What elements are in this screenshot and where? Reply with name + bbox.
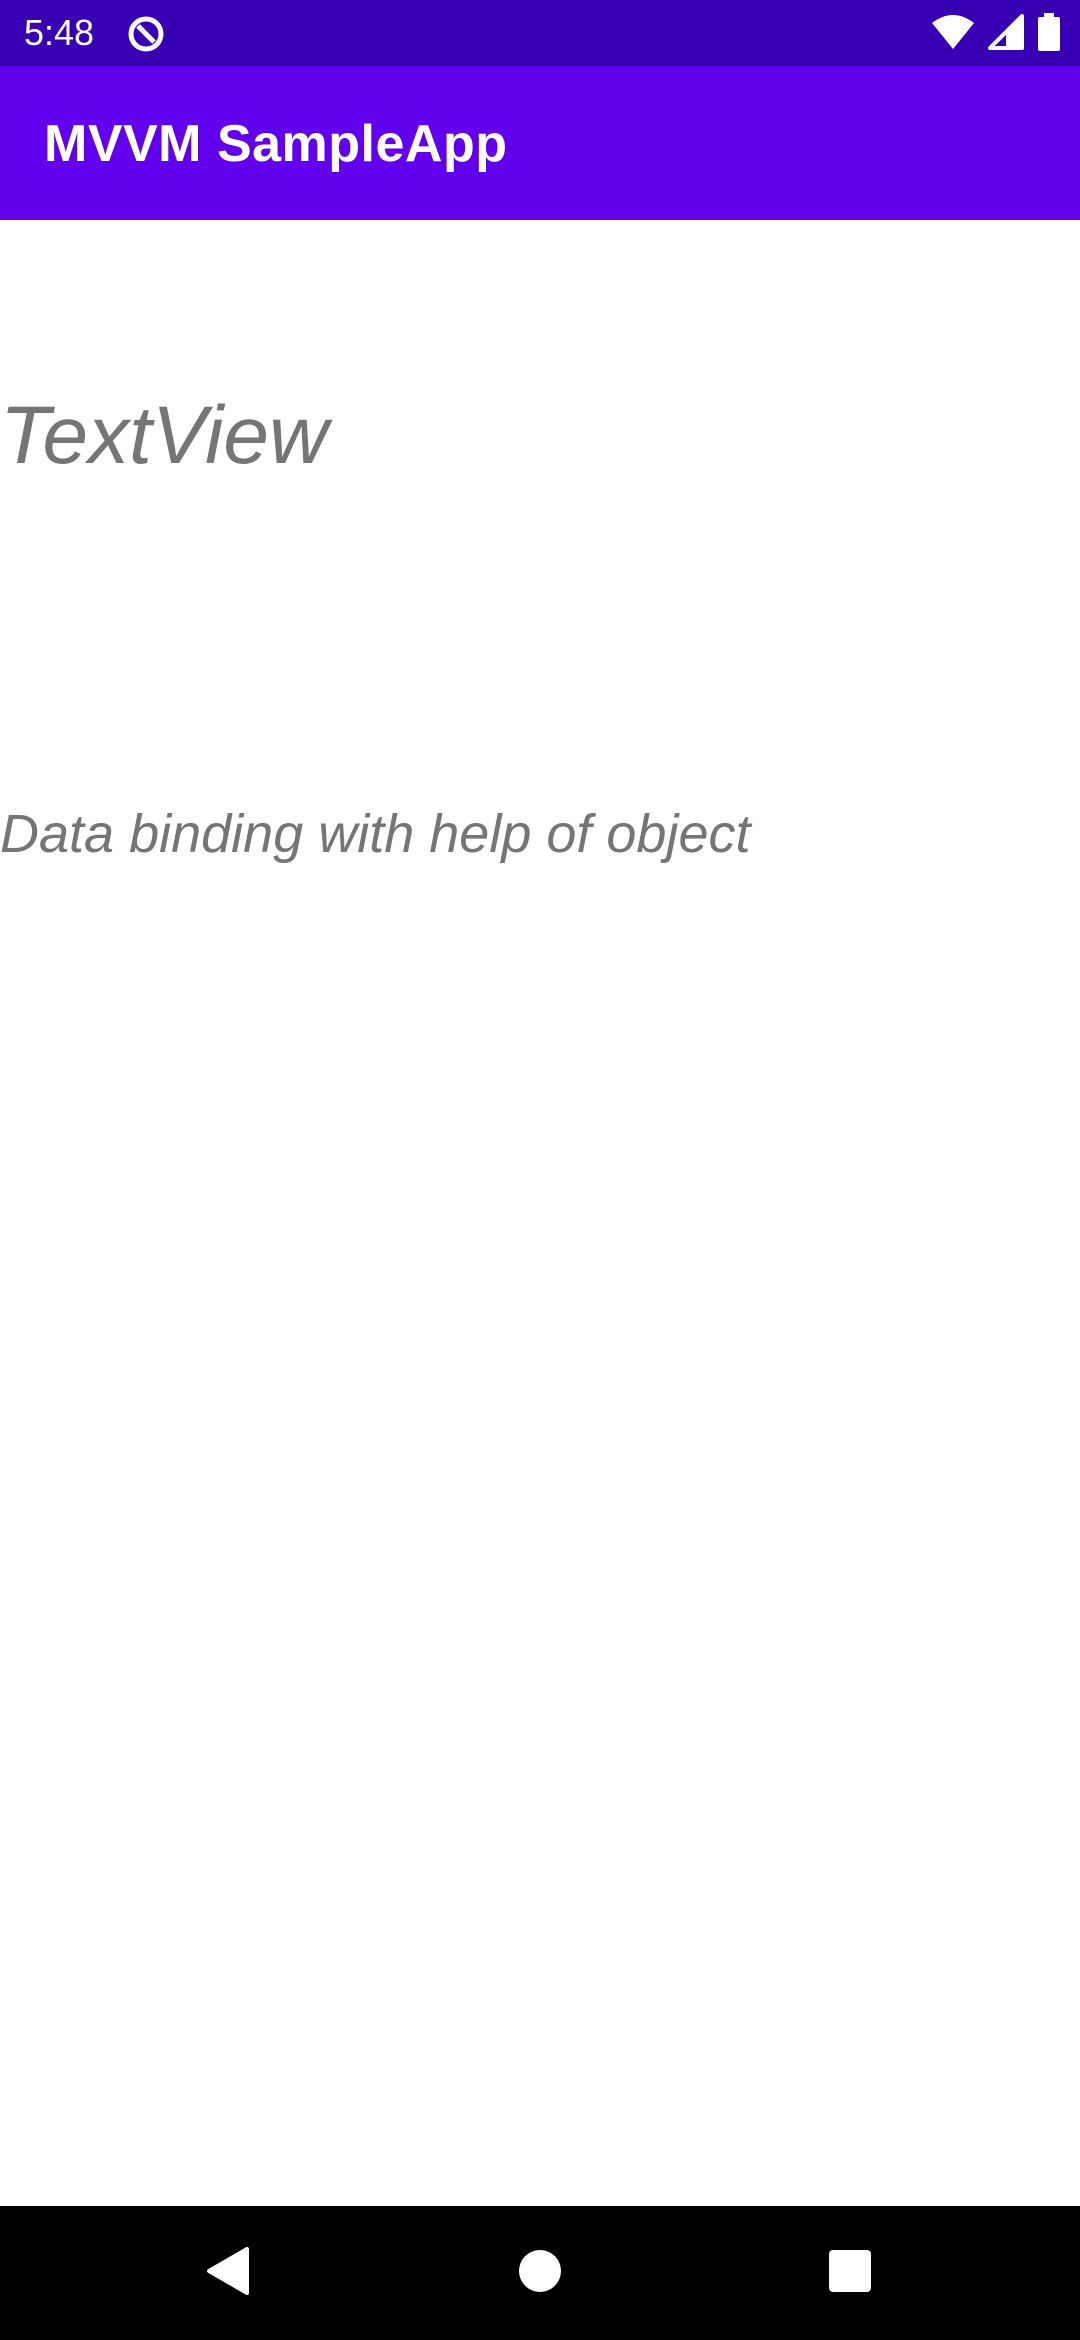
wifi-icon [932, 14, 974, 54]
main-content: TextView Data binding with help of objec… [0, 220, 1080, 2206]
signal-icon [988, 13, 1024, 55]
status-bar: 5:48 [0, 0, 1080, 66]
recents-button[interactable] [805, 2228, 895, 2318]
app-bar: MVVM SampleApp [0, 66, 1080, 220]
home-icon [518, 2249, 562, 2298]
app-title: MVVM SampleApp [44, 115, 508, 173]
status-time: 5:48 [24, 12, 95, 53]
back-icon [205, 2246, 249, 2301]
battery-icon [1038, 12, 1060, 56]
app-notification-icon [126, 14, 166, 54]
home-button[interactable] [495, 2228, 585, 2318]
recents-icon [828, 2249, 872, 2298]
navigation-bar [0, 2206, 1080, 2340]
back-button[interactable] [182, 2228, 272, 2318]
status-icons [932, 12, 1060, 56]
text-view: TextView [0, 390, 329, 481]
binding-text: Data binding with help of object [0, 804, 751, 864]
